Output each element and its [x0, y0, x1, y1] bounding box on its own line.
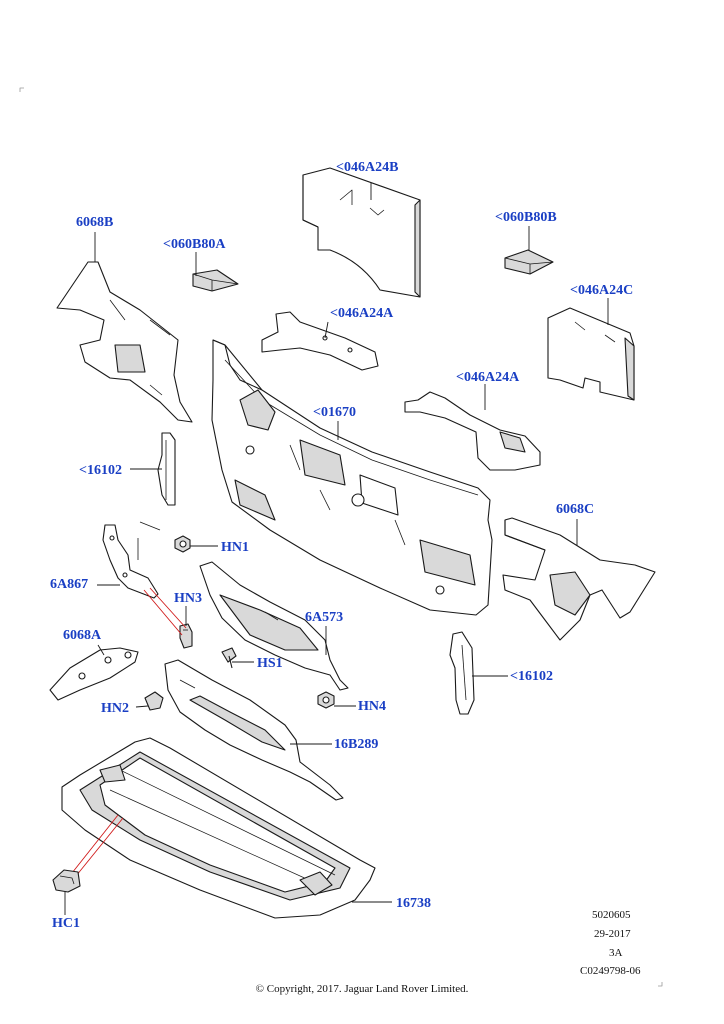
ref-image-code: C0249798-06 — [580, 965, 641, 977]
fastener-HN3 — [179, 623, 193, 649]
ref-date: 29-2017 — [594, 928, 631, 940]
callout-046A24A-upper: <046A24A — [330, 306, 394, 321]
part-6A573 — [199, 561, 349, 691]
part-6068C — [502, 517, 656, 641]
corner-mark — [19, 87, 24, 92]
part-046A24A-right — [404, 391, 541, 471]
callout-HN3: HN3 — [174, 591, 202, 606]
part-16102-right — [449, 631, 475, 715]
callout-6068A: 6068A — [63, 628, 102, 643]
callout-046A24C: <046A24C — [570, 283, 634, 298]
part-6A867 — [102, 524, 159, 599]
part-16B289 — [164, 659, 344, 801]
callout-6A573: 6A573 — [305, 610, 344, 625]
callout-HN4: HN4 — [358, 699, 386, 714]
callout-6068B: 6068B — [76, 215, 114, 230]
part-01670-bulkhead — [211, 339, 493, 616]
callout-6068C: 6068C — [556, 502, 595, 517]
callout-16102-left: <16102 — [79, 463, 122, 478]
callout-16738: 16738 — [396, 896, 431, 911]
callout-046A24B: <046A24B — [336, 160, 399, 175]
callout-01670: <01670 — [313, 405, 356, 420]
ref-revision: 3A — [609, 947, 623, 959]
fastener-HN2 — [144, 691, 164, 711]
part-6068B — [56, 261, 193, 423]
part-6068A — [49, 647, 139, 701]
fastener-HN1 — [174, 535, 191, 553]
part-060B80B — [504, 249, 554, 275]
callout-16102-right: <16102 — [510, 669, 553, 684]
part-046A24A-upper — [261, 311, 379, 371]
fastener-HS1 — [221, 647, 237, 669]
copyright-notice: © Copyright, 2017. Jaguar Land Rover Lim… — [255, 983, 469, 995]
fastener-HC1 — [52, 869, 81, 893]
part-046A24C — [547, 307, 635, 401]
callout-6A867: 6A867 — [50, 577, 89, 592]
fastener-HN4 — [317, 691, 335, 709]
callout-16B289: 16B289 — [334, 737, 379, 752]
callout-HN2: HN2 — [101, 701, 129, 716]
callout-060B80A: <060B80A — [163, 237, 226, 252]
part-16102-left — [157, 432, 176, 506]
ref-number: 5020605 — [592, 909, 631, 921]
part-060B80A — [192, 269, 239, 292]
corner-mark — [658, 982, 663, 987]
part-16738 — [61, 737, 376, 919]
callout-HN1: HN1 — [221, 540, 249, 555]
part-046A24B-top — [302, 167, 421, 298]
callout-HC1: HC1 — [52, 916, 80, 931]
callout-HS1: HS1 — [257, 656, 283, 671]
callout-046A24A-right: <046A24A — [456, 370, 520, 385]
callout-060B80B: <060B80B — [495, 210, 557, 225]
